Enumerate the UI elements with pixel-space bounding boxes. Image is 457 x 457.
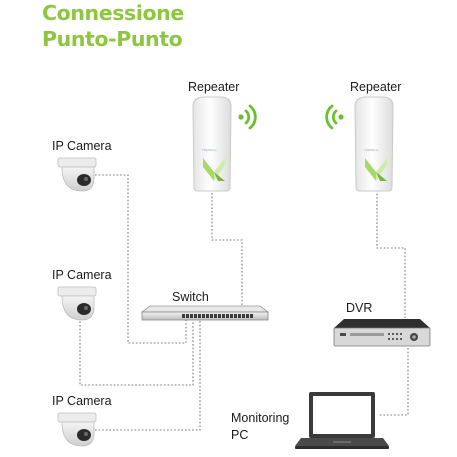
cable-lines [79, 174, 409, 431]
cable-camera-1 [95, 174, 187, 344]
repeater-left-label: Repeater [188, 80, 240, 94]
dome-camera-icon-2 [57, 286, 97, 321]
cable-camera-3 [95, 318, 201, 431]
page-title-line-2: Punto-Punto [42, 27, 183, 51]
dvr-label: DVR [346, 301, 373, 315]
cable-repeater-dvr [376, 190, 406, 318]
dvr-recorder-icon [333, 319, 431, 347]
cable-camera-2 [79, 307, 194, 386]
monitoring-pc-label-line-1: Monitoring [231, 411, 290, 425]
ip-camera-1-label: IP Camera [52, 139, 112, 153]
dome-camera-icon-3 [57, 412, 97, 447]
network-switch-icon [140, 305, 270, 321]
monitoring-pc-label-line-2: PC [231, 428, 249, 442]
wifi-signal-icon-right [325, 104, 344, 130]
repeater-right-device: TRENDnet [354, 96, 394, 192]
svg-text:TRENDnet: TRENDnet [202, 148, 217, 152]
svg-text:TRENDnet: TRENDnet [364, 148, 379, 152]
wifi-signal-icon-left [238, 104, 257, 130]
cable-dvr-pc [378, 348, 409, 416]
ip-camera-2-label: IP Camera [52, 268, 112, 282]
page-title-line-1: Connessione [42, 1, 184, 25]
switch-label: Switch [172, 290, 209, 304]
laptop-icon [295, 392, 389, 449]
repeater-left-device: TRENDnet [192, 96, 232, 192]
cable-switch-repeater [211, 190, 243, 305]
ip-camera-3-label: IP Camera [52, 394, 112, 408]
dome-camera-icon-1 [57, 157, 97, 192]
repeater-right-label: Repeater [350, 80, 402, 94]
